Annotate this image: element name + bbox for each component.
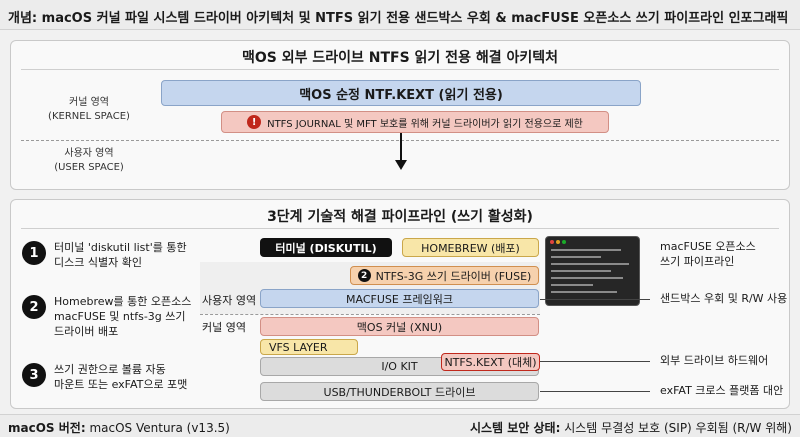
version-status: macOS 버전: macOS Ventura (v13.5) (8, 421, 230, 435)
user-space-label: 사용자 영역 (USER SPACE) (54, 148, 124, 173)
connector-line (540, 391, 650, 392)
warning-icon: ! (247, 115, 262, 129)
user-area-label: 사용자 영역 (202, 294, 257, 307)
step-1: 1 터미널 'diskutil list'를 통한 디스크 식별자 확인 (22, 241, 187, 271)
security-status: 시스템 보안 상태: 시스템 무결성 보호 (SIP) 우회됨 (R/W 위해) (469, 421, 792, 435)
step-number: 1 (22, 241, 46, 265)
flow-arrow-line (400, 133, 402, 161)
architecture-title: 맥OS 외부 드라이브 NTFS 읽기 전용 해결 아키텍처 (242, 50, 558, 66)
connector-line (540, 361, 650, 362)
terminal-window-illustration (545, 236, 640, 306)
title-divider (21, 69, 779, 70)
exfat-alternative-label: exFAT 크로스 플랫폼 대안 (660, 384, 784, 397)
ntfs3g-box: 2 NTFS-3G 쓰기 드라이버 (FUSE) (350, 266, 539, 285)
flow-arrow-head (395, 160, 407, 170)
step-2: 2 Homebrew를 통한 오픈소스 macFUSE 및 ntfs-3g 쓰기… (22, 295, 191, 340)
kernel-space-label: 커널 영역 (KERNEL SPACE) (48, 97, 130, 122)
step-3: 3 쓰기 권한으로 볼륨 자동 마운트 또는 exFAT으로 포맷 (22, 363, 187, 393)
vfs-layer-box: VFS LAYER (260, 339, 358, 355)
readonly-warning-box: ! NTFS JOURNAL 및 MFT 보호를 위해 커널 드라이버가 읽기 … (221, 111, 609, 133)
architecture-panel: 맥OS 외부 드라이브 NTFS 읽기 전용 해결 아키텍처 커널 영역 (KE… (10, 40, 790, 190)
step-number: 2 (22, 295, 46, 319)
terminal-box: 터미널 (DISKUTIL) (260, 238, 392, 257)
page-title: 개념: macOS 커널 파일 시스템 드라이버 아키텍처 및 NTFS 읽기 … (0, 0, 800, 30)
xnu-box: 맥OS 커널 (XNU) (260, 317, 539, 336)
ntfs-kext-box: 맥OS 순정 NTF.KEXT (읽기 전용) (161, 80, 641, 106)
usb-thunderbolt-box: USB/THUNDERBOLT 드라이브 (260, 382, 539, 401)
macfuse-pipeline-label: macFUSE 오픈소스 쓰기 파이프라인 (660, 240, 756, 268)
ntfs-kext-replacement-box: NTFS.KEXT (대체) (441, 353, 540, 371)
macfuse-box: MACFUSE 프레임워크 (260, 289, 539, 308)
connector-line (540, 299, 650, 300)
ntfs3g-step-number: 2 (357, 269, 371, 282)
sandbox-bypass-label: 샌드박스 우회 및 R/W 사용 (660, 292, 788, 305)
status-footer: macOS 버전: macOS Ventura (v13.5) 시스템 보안 상… (0, 414, 800, 437)
homebrew-box: HOMEBREW (배포) (402, 238, 539, 257)
kernel-area-label: 커널 영역 (202, 321, 246, 334)
external-hardware-label: 외부 드라이브 하드웨어 (660, 354, 769, 367)
pipeline-title: 3단계 기술적 해결 파이프라인 (쓰기 활성화) (267, 209, 533, 225)
step-number: 3 (22, 363, 46, 387)
pipeline-divider (21, 228, 779, 229)
area-divider (200, 314, 540, 315)
